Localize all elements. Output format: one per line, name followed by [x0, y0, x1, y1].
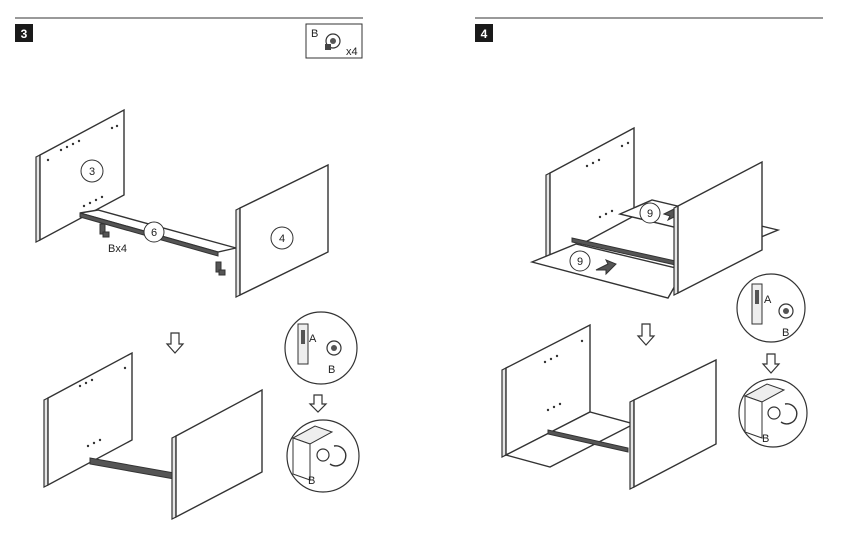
step3-assembled-view — [43, 351, 263, 520]
detail4-label-a: A — [764, 294, 772, 306]
step4-detail-arrow — [761, 353, 781, 374]
panel-4-label: 4 — [279, 233, 285, 245]
step3-exploded-view: 3 6 Bx4 4 — [35, 108, 329, 298]
step4-detail-lock: A B — [736, 273, 806, 343]
step3-detail-turn: B — [286, 419, 360, 493]
step4-side-right — [677, 160, 763, 295]
step3-detail-arrow — [308, 394, 328, 413]
detail3-label-a: A — [309, 333, 317, 345]
back-panel-upper-label: 9 — [647, 208, 653, 220]
step4-exploded-view: 9 9 — [529, 126, 781, 299]
step3-hardware-box: B x4 — [305, 23, 363, 59]
step4-number: 4 — [481, 27, 488, 41]
step4-assembled-view — [501, 323, 717, 490]
step3-badge: 3 — [15, 24, 33, 42]
detail4b-label-b: B — [762, 433, 769, 445]
hardware-letter: B — [311, 28, 318, 40]
push-arrow-lower — [595, 259, 617, 276]
shelf-6-label: 6 — [151, 227, 157, 239]
step4-badge: 4 — [475, 24, 493, 42]
step3-down-arrow — [165, 332, 185, 354]
detail3-label-b: B — [328, 364, 335, 376]
assembled-side-right — [175, 388, 263, 519]
step4-detail-turn: B — [738, 378, 808, 448]
step3-detail-lock: A B — [284, 311, 358, 385]
step4-side-left — [549, 126, 635, 263]
step4-down-arrow — [636, 323, 656, 346]
cam-lock-icon — [325, 33, 341, 50]
back-panel-lower-label: 9 — [577, 256, 583, 268]
hardware-qty: x4 — [346, 46, 358, 58]
step4-assembled-right — [633, 358, 717, 489]
detail4-label-b: B — [782, 327, 789, 339]
detail3b-label-b: B — [308, 475, 315, 487]
step3-number: 3 — [21, 27, 28, 41]
hardware-note: Bx4 — [108, 243, 127, 255]
assembled-side-left — [47, 351, 133, 487]
panel-3-label: 3 — [89, 166, 95, 178]
